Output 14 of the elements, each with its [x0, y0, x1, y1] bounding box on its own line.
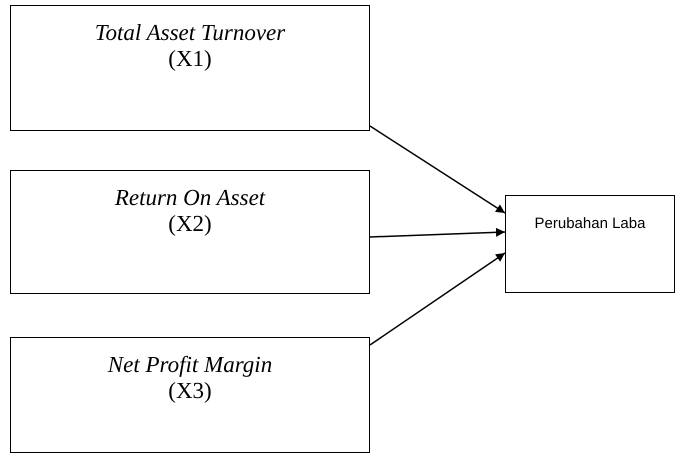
box: [10, 5, 370, 131]
node-label: Perubahan Laba: [534, 214, 646, 234]
variable-code: (X3): [168, 378, 212, 404]
box: [505, 195, 675, 293]
variable-code: (X1): [168, 46, 212, 72]
box: [10, 337, 370, 453]
variable-name: Return On Asset: [114, 185, 266, 211]
arrow: [370, 125, 506, 214]
variable-code: (X2): [168, 211, 212, 237]
variable-name: Net Profit Margin: [108, 352, 272, 378]
variable-name: Total Asset Turnover: [94, 20, 286, 46]
box: [10, 170, 370, 294]
arrow: [370, 228, 506, 238]
arrow: [370, 252, 506, 346]
